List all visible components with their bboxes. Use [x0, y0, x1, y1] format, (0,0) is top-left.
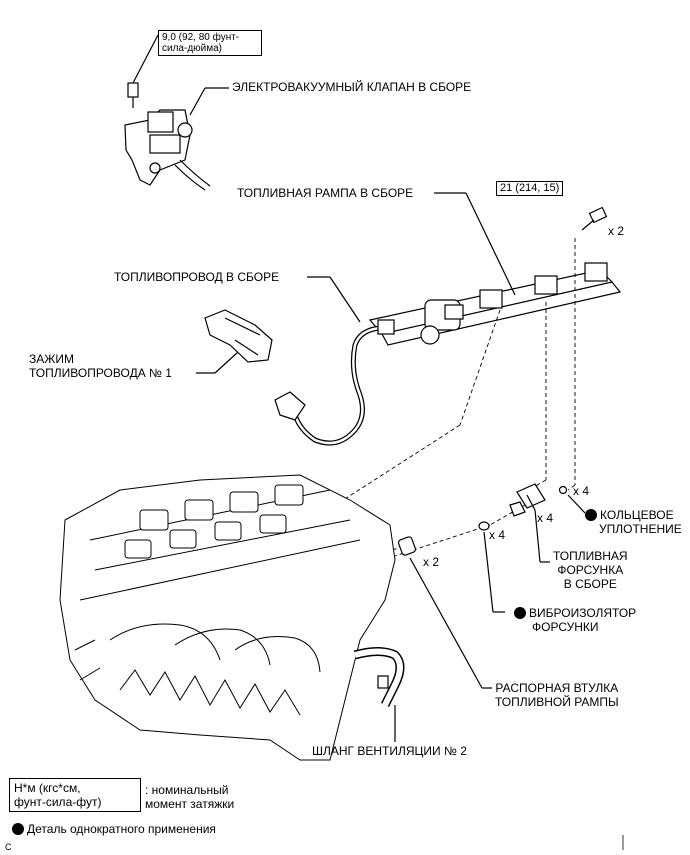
rail-torque-box: 21 (214, 15)	[496, 181, 564, 196]
rail-bolt-icon	[581, 206, 608, 231]
legend-single-use: Деталь однократного применения	[12, 822, 216, 836]
single-use-dot-icon	[12, 823, 24, 835]
engine-block-icon	[59, 474, 396, 761]
fuel-rail-icon	[368, 262, 622, 346]
o-ring-label-line2: УПЛОТНЕНИЕ	[599, 522, 682, 536]
single-use-dot-icon	[514, 607, 526, 619]
fuel-pipe-icon	[274, 319, 395, 446]
footer-code: C	[5, 842, 12, 852]
o-ring-qty: x 4	[573, 484, 590, 498]
insulator-qty: x 4	[489, 528, 506, 542]
clamp-label-line2: ТОПЛИВОПРОВОДА № 1	[29, 366, 172, 380]
rail-spacer-icon	[397, 536, 417, 556]
fuel-rail-label: ТОПЛИВНАЯ РАМПА В СБОРЕ	[237, 186, 414, 200]
o-ring-label: КОЛЬЦЕВОЕ УПЛОТНЕНИЕ	[585, 508, 682, 536]
legend-unit-box: Н*м (кгс*см, фунт-сила-фут)	[9, 778, 141, 812]
injector-label: ТОПЛИВНАЯ ФОРСУНКА В СБОРЕ	[553, 549, 628, 591]
fuel-injector-icon	[509, 483, 546, 517]
fuel-pipe-label: ТОПЛИВОПРОВОД В СБОРЕ	[114, 270, 280, 284]
legend-unit-description: : номинальный момент затяжки	[145, 783, 235, 811]
vsv-valve-icon	[124, 109, 211, 191]
fuel-pipe-clamp-icon	[204, 309, 273, 363]
hose-label: ШЛАНГ ВЕНТИЛЯЦИИ № 2	[312, 744, 467, 758]
injector-qty: x 4	[537, 511, 554, 525]
vsv-label: ЭЛЕКТРОВАКУУМНЫЙ КЛАПАН В СБОРЕ	[232, 80, 472, 94]
clamp-label-line1: ЗАЖИМ	[29, 352, 74, 366]
ventilation-hose-icon	[353, 647, 405, 708]
o-ring-label-line1: КОЛЬЦЕВОЕ	[585, 508, 682, 522]
bolt-qty: x 2	[608, 224, 625, 238]
vsv-bolt-icon	[127, 82, 139, 108]
spacer-label: РАСПОРНАЯ ВТУЛКА ТОПЛИВНОЙ РАМПЫ	[495, 681, 619, 709]
vsv-torque-value: 9,0 (92, 80 фунт-сила-дюйма)	[162, 32, 240, 54]
rail-torque-value: 21 (214, 15)	[500, 182, 560, 194]
injector-insulator-icon	[478, 521, 490, 531]
insulator-label: ВИБРОИЗОЛЯТОР ФОРСУНКИ	[514, 606, 636, 634]
single-use-dot-icon	[585, 509, 597, 521]
vsv-torque-box: 9,0 (92, 80 фунт-сила-дюйма)	[158, 30, 262, 56]
clamp-label: ЗАЖИМ ТОПЛИВОПРОВОДА № 1	[29, 352, 172, 380]
spacer-qty: x 2	[423, 555, 440, 569]
o-ring-icon	[558, 485, 568, 495]
